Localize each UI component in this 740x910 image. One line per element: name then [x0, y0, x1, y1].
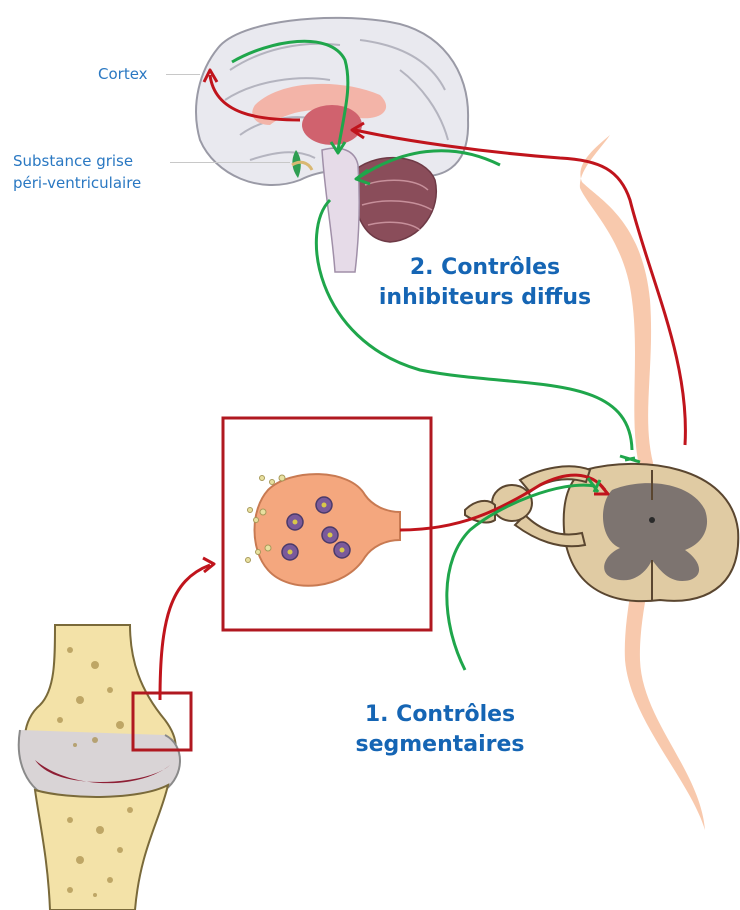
pag-label-line1: Substance grise — [13, 151, 133, 171]
inhibitory-controls-title-line1: 2. Contrôles — [380, 253, 590, 283]
cortex-leader-line — [166, 74, 200, 75]
inhibitory-controls-title-line2: inhibiteurs diffus — [360, 283, 610, 313]
pag-label-line2: péri-ventriculaire — [13, 173, 141, 193]
thalamus — [302, 105, 362, 145]
cortex-label: Cortex — [98, 64, 148, 84]
pag-leader-line — [170, 162, 290, 163]
brainstem — [322, 148, 359, 272]
knee-joint — [19, 625, 180, 910]
segmental-controls-title-line2: segmentaires — [340, 730, 540, 760]
segmental-controls-title-line1: 1. Contrôles — [340, 700, 540, 730]
